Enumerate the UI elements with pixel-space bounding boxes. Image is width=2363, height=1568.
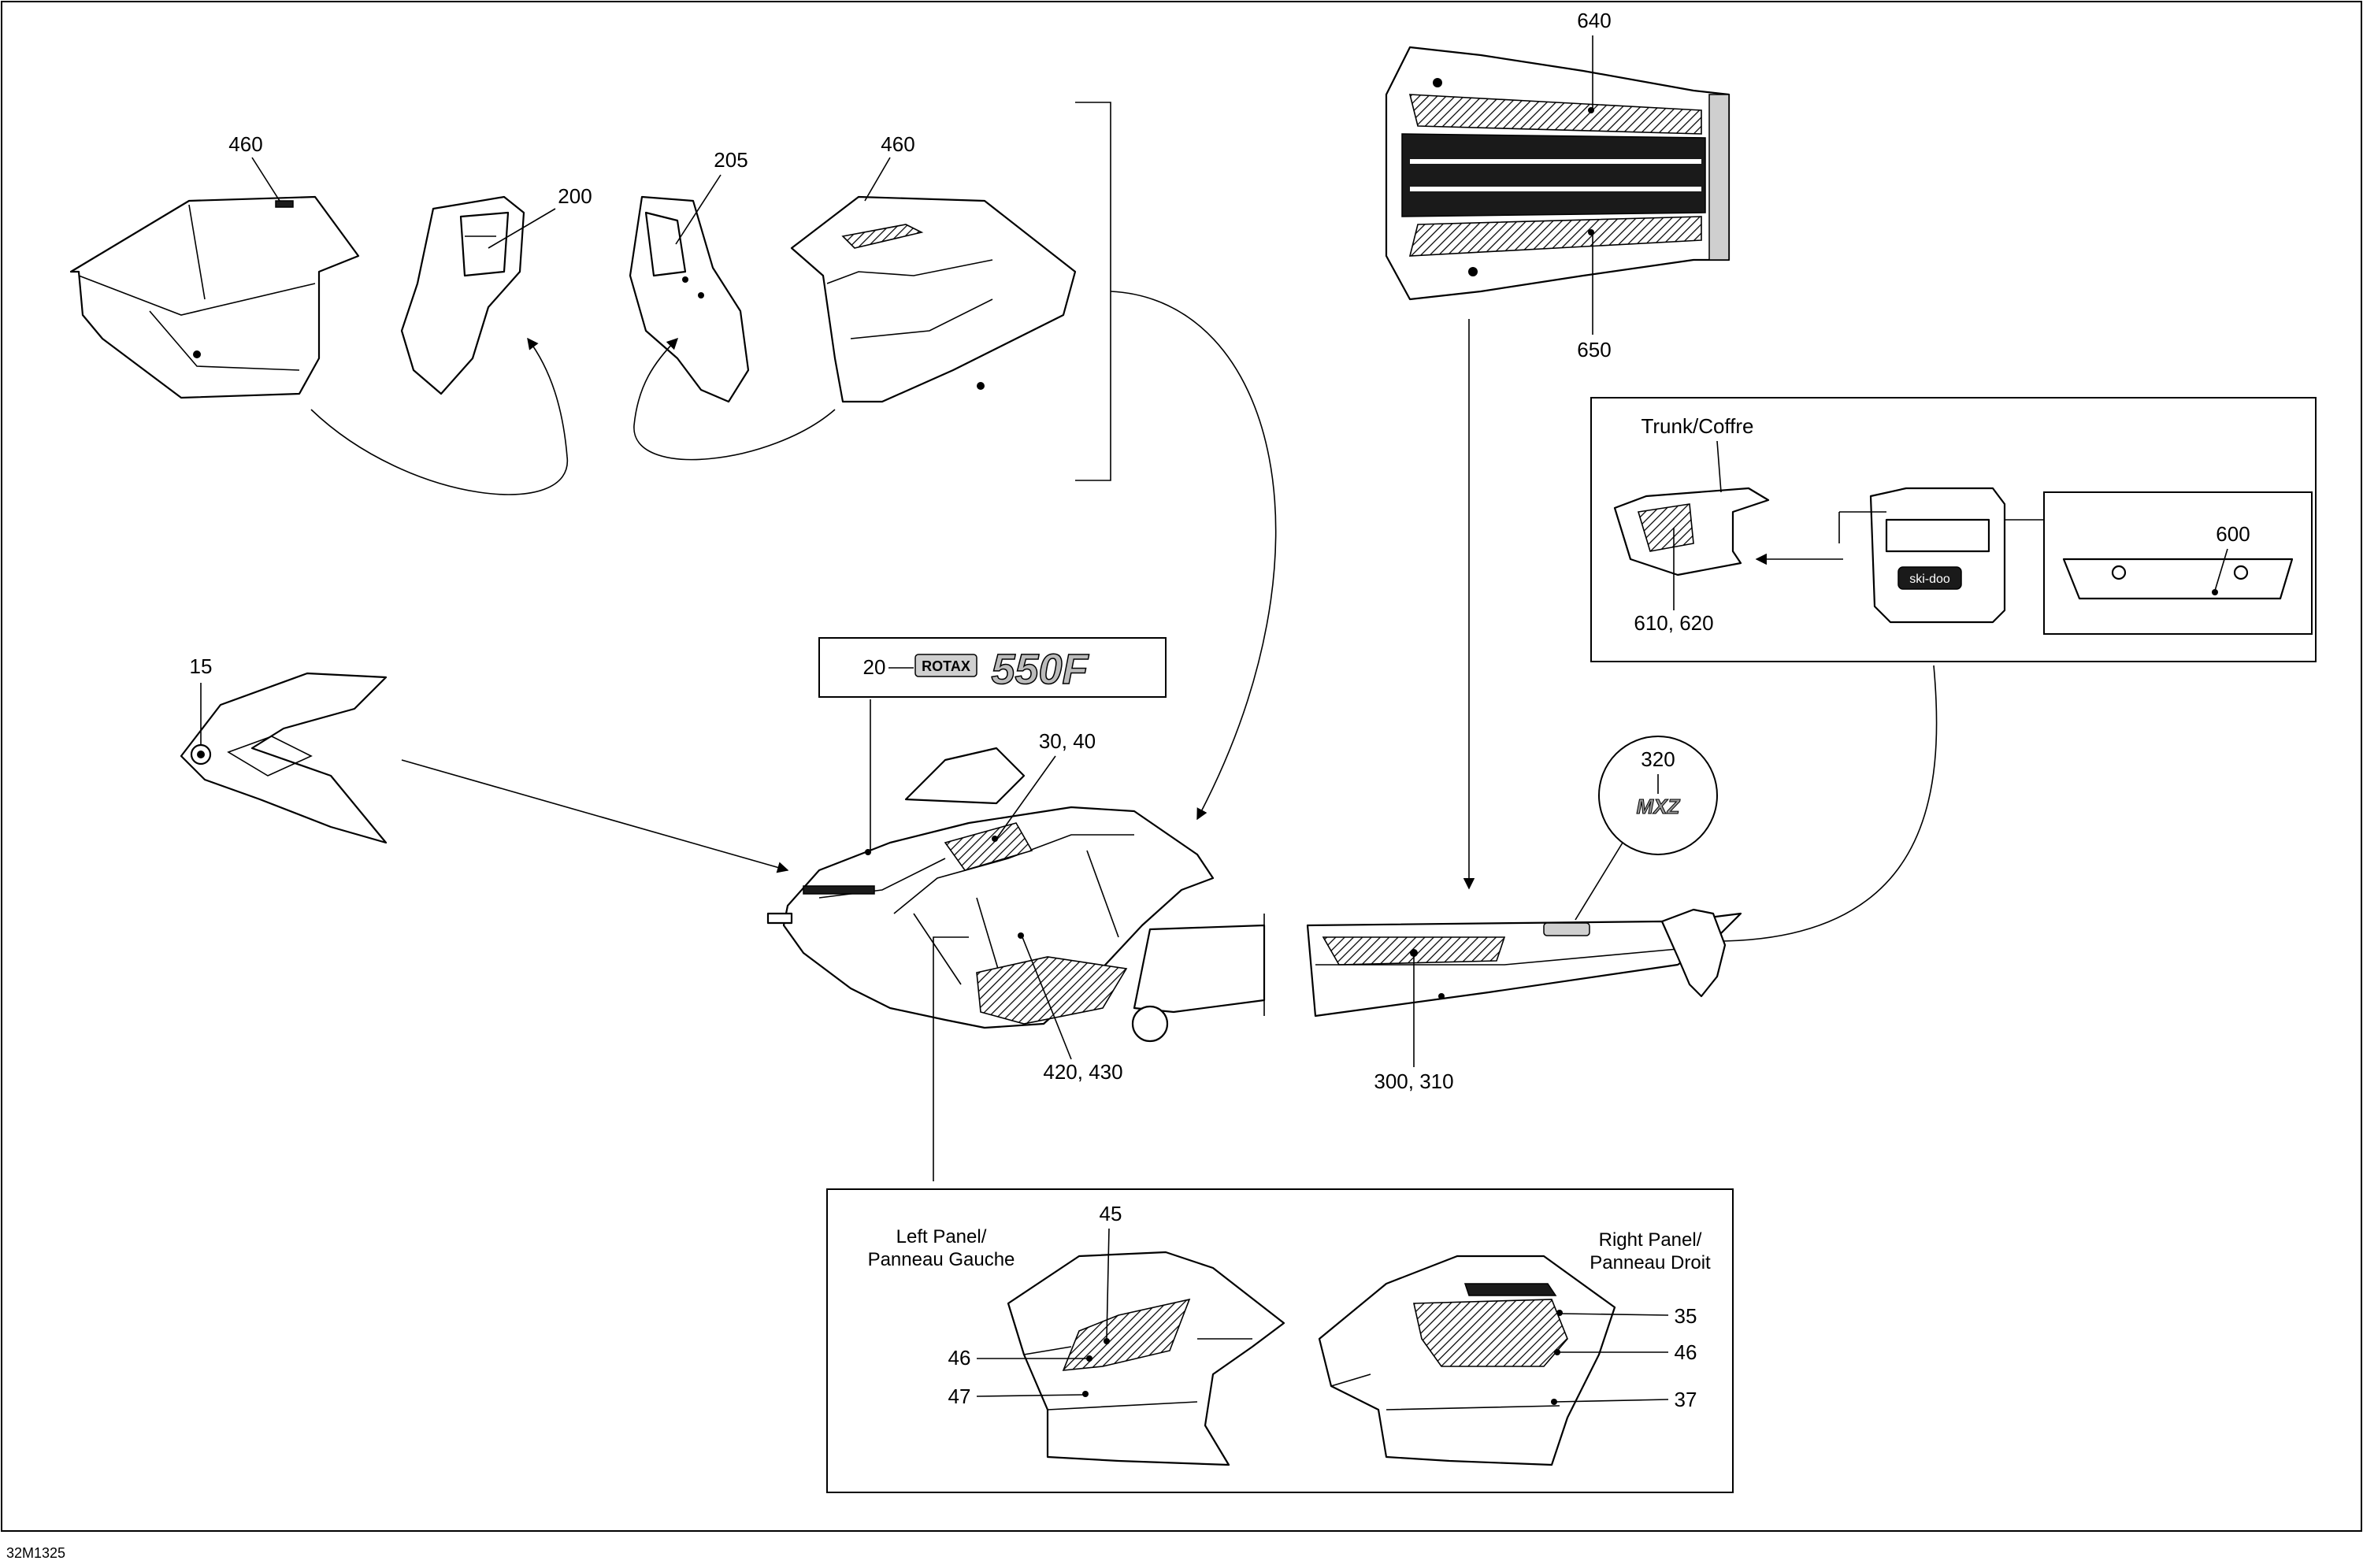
label-320: 320 xyxy=(1641,747,1675,771)
label-650: 650 xyxy=(1577,338,1611,361)
label-right-panel-2: Panneau Droit xyxy=(1590,1252,1711,1273)
trunk-side-view xyxy=(1613,487,1770,576)
rotax-decal-big: 550F xyxy=(991,646,1089,693)
arrow-nose-to-hood xyxy=(401,759,789,873)
label-45: 45 xyxy=(1100,1202,1122,1225)
trunk-detail-box xyxy=(2043,491,2313,635)
right-inner-panel xyxy=(629,195,750,403)
label-640: 640 xyxy=(1577,9,1611,32)
trunk-box xyxy=(1590,397,2317,662)
label-right-panel-1: Right Panel/ xyxy=(1599,1229,1702,1251)
label-610-620: 610, 620 xyxy=(1634,611,1713,635)
label-20: 20 xyxy=(863,655,886,679)
diagram-frame xyxy=(1,1,2362,1532)
right-upper-side-panel xyxy=(790,195,1077,403)
mxz-decal: MXZ xyxy=(1637,795,1681,818)
brand-decal: ski-doo xyxy=(1909,573,1950,586)
snowmobile-front-body xyxy=(766,747,1266,1043)
arrow-trunk-to-tunnel xyxy=(1704,665,1938,947)
side-panel-leader xyxy=(933,936,969,1181)
left-inner-panel xyxy=(400,195,525,395)
label-15: 15 xyxy=(190,654,213,678)
label-300-310: 300, 310 xyxy=(1374,1069,1453,1093)
label-46-right: 46 xyxy=(1675,1340,1697,1364)
nose-piece xyxy=(180,672,388,844)
arrow-left-pair xyxy=(310,337,568,495)
label-205: 205 xyxy=(714,148,747,172)
label-46-left: 46 xyxy=(948,1346,971,1370)
label-200: 200 xyxy=(558,184,592,208)
label-35: 35 xyxy=(1675,1304,1697,1328)
label-trunk: Trunk/Coffre xyxy=(1641,414,1753,438)
label-47: 47 xyxy=(948,1385,971,1408)
tunnel-side-view xyxy=(1306,908,1742,1018)
label-left-panel-1: Left Panel/ xyxy=(896,1226,987,1247)
arrow-panels-to-hood xyxy=(1110,291,1277,821)
mxz-badge-circle xyxy=(1598,736,1718,855)
label-420-430: 420, 430 xyxy=(1043,1060,1122,1084)
side-panel-detail-box xyxy=(826,1188,1734,1493)
left-panel-detail xyxy=(1007,1251,1285,1466)
group-bracket xyxy=(1075,102,1111,481)
trunk-rear-view: ski-doo xyxy=(1869,487,2006,624)
right-panel-detail xyxy=(1318,1255,1616,1466)
rotax-decal-small: ROTAX xyxy=(922,658,970,674)
label-460-left: 460 xyxy=(228,132,262,156)
arrow-right-pair xyxy=(633,337,836,461)
left-upper-side-panel xyxy=(69,195,360,399)
label-30-40: 30, 40 xyxy=(1039,729,1096,753)
label-37: 37 xyxy=(1675,1388,1697,1411)
drawing-code: 32M1325 xyxy=(6,1545,65,1561)
rotax-decal-box xyxy=(818,637,1167,698)
trunk-rear-decal xyxy=(2062,558,2294,600)
label-460-right: 460 xyxy=(881,132,914,156)
label-600: 600 xyxy=(2216,522,2250,546)
tunnel-top-view xyxy=(1385,46,1731,301)
label-left-panel-2: Panneau Gauche xyxy=(868,1249,1015,1270)
